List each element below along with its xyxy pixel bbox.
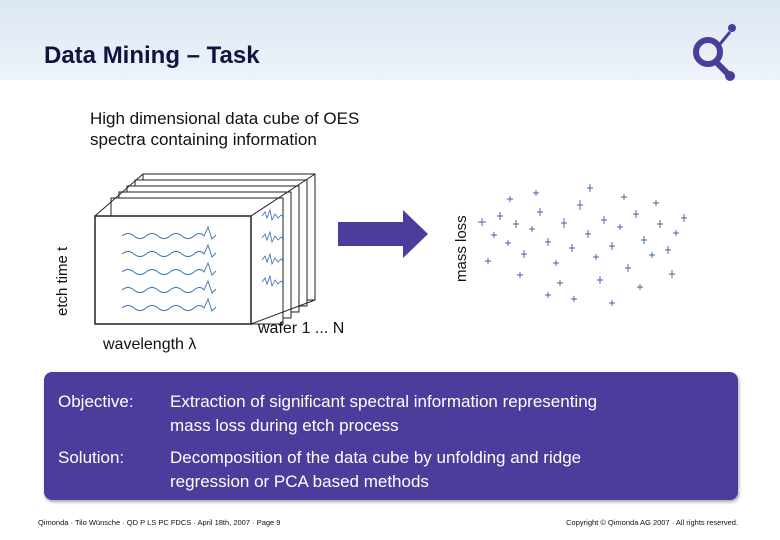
header-band: Data Mining – Task — [0, 0, 780, 81]
footer-copyright: Copyright © Qimonda AG 2007 · All rights… — [566, 518, 738, 527]
objective-line: Extraction of significant spectral infor… — [170, 392, 598, 411]
solution-line: Decomposition of the data cube by unfold… — [170, 448, 582, 467]
cube-description: High dimensional data cube of OES spectr… — [90, 108, 359, 150]
qimonda-logo-icon — [693, 24, 736, 81]
data-cube-diagram — [94, 173, 687, 325]
cube-front-spectra — [121, 225, 217, 312]
mass-loss-axis-label: mass loss — [453, 215, 470, 282]
objective-solution-box: Objective: Extraction of significant spe… — [44, 372, 738, 500]
solution-line: regression or PCA based methods — [170, 472, 429, 491]
cube-description-line: High dimensional data cube of OES — [90, 109, 360, 128]
footer-meta: Qimonda · Tilo Wünsche · QD P LS PC FDCS… — [38, 518, 281, 527]
right-arrow-icon — [338, 210, 428, 258]
solution-text: Decomposition of the data cube by unfold… — [170, 446, 730, 494]
objective-label: Objective: — [58, 392, 134, 411]
etch-time-axis-label: etch time t — [54, 246, 71, 316]
objective-line: mass loss during etch process — [170, 416, 399, 435]
cube-description-line: spectra containing information — [90, 130, 317, 149]
cube-side-spectra — [261, 208, 285, 288]
objective-text: Extraction of significant spectral infor… — [170, 390, 730, 438]
solution-label: Solution: — [58, 448, 125, 467]
mass-loss-scatter — [478, 184, 687, 306]
wavelength-axis-label: wavelength λ — [103, 336, 197, 353]
wafer-axis-label: wafer 1 ... N — [258, 320, 345, 337]
page-title: Data Mining – Task — [44, 42, 260, 69]
